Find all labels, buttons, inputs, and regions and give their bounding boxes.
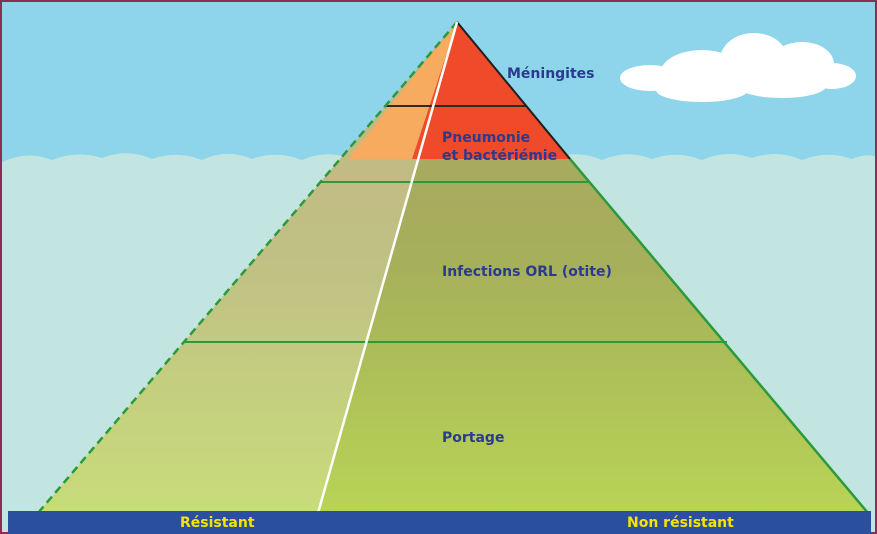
level-label-portage: Portage (442, 430, 505, 446)
pyramid-top-red (412, 22, 570, 159)
pyramid-left-edge-dashed (37, 21, 458, 514)
level-label-pneumonie: Pneumonie et bactériémie (442, 130, 558, 164)
pyramid-right-edge-top (456, 21, 571, 160)
label-resistant: Résistant (180, 515, 255, 531)
pyramid-top-orange (348, 22, 457, 159)
bottom-legend-bar (8, 511, 871, 534)
cloud-icon (620, 33, 856, 102)
divider-resistant-line (316, 21, 459, 514)
level-label-meningites: Méningites (507, 66, 595, 82)
pyramid-right-edge (569, 158, 869, 514)
label-non-resistant: Non résistant (627, 515, 734, 531)
level-label-infections-orl: Infections ORL (otite) (442, 264, 612, 280)
